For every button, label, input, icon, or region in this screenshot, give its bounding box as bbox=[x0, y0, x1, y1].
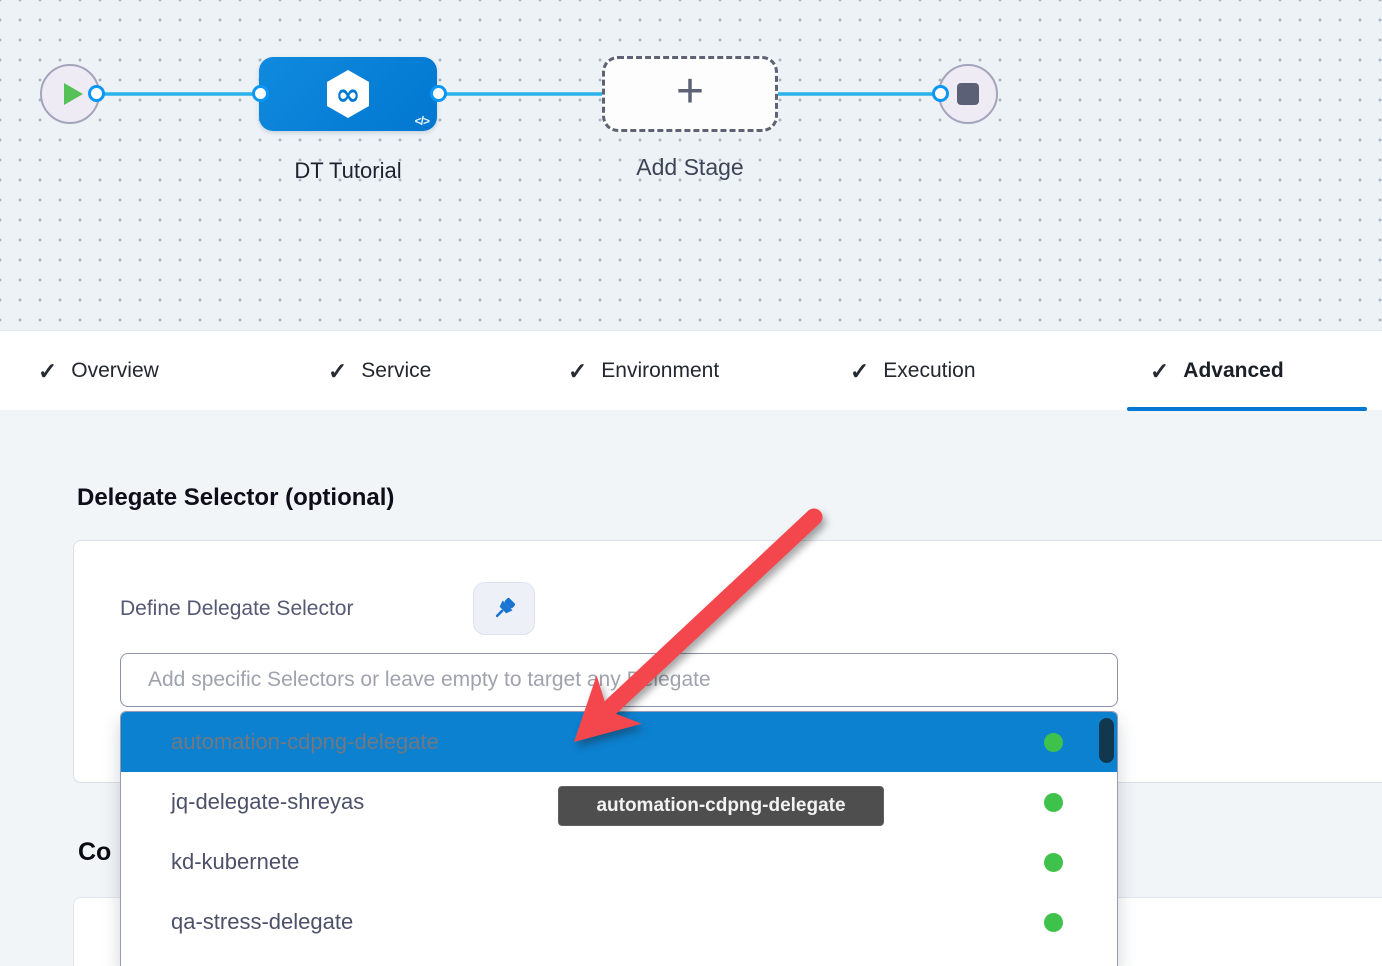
tab-label: Environment bbox=[601, 359, 720, 382]
stage-label: DT Tutorial bbox=[294, 158, 402, 183]
define-delegate-selector-label: Define Delegate Selector bbox=[120, 597, 354, 620]
tab-label: Execution bbox=[883, 359, 976, 382]
connector-port bbox=[252, 85, 269, 102]
connector-port bbox=[932, 85, 949, 102]
pin-input-type-button[interactable] bbox=[473, 582, 535, 635]
plus-icon: + bbox=[675, 65, 705, 118]
tab-label: Advanced bbox=[1183, 359, 1284, 382]
status-dot-icon bbox=[1044, 912, 1063, 932]
tooltip-text: automation-cdpng-delegate bbox=[596, 795, 846, 816]
check-icon: ✓ bbox=[568, 357, 588, 384]
check-icon: ✓ bbox=[850, 357, 870, 384]
tab-advanced[interactable]: ✓ Advanced bbox=[1150, 331, 1284, 411]
code-icon: </> bbox=[414, 114, 430, 128]
tab-overview[interactable]: ✓ Overview bbox=[38, 331, 159, 411]
dropdown-scrollbar-thumb[interactable] bbox=[1099, 718, 1114, 763]
play-icon bbox=[63, 83, 83, 105]
connector-port bbox=[88, 85, 105, 102]
stage-tabbar: ✓ Overview ✓ Service ✓ Environment ✓ Exe… bbox=[0, 330, 1382, 411]
delegate-dropdown-menu: automation-cdpng-delegate jq-delegate-sh… bbox=[120, 711, 1118, 966]
status-dot-icon bbox=[1044, 852, 1063, 872]
svg-text:∞: ∞ bbox=[336, 78, 361, 113]
tab-execution[interactable]: ✓ Execution bbox=[850, 331, 976, 411]
dropdown-item-label: automation-cdpng-delegate bbox=[171, 729, 439, 754]
dropdown-item-automation-cdpng-delegate[interactable]: automation-cdpng-delegate bbox=[121, 712, 1117, 772]
delegate-tooltip: automation-cdpng-delegate bbox=[558, 786, 884, 826]
delegate-selector-section-title: Delegate Selector (optional) bbox=[77, 484, 395, 511]
add-stage-button[interactable]: + bbox=[602, 56, 778, 132]
dropdown-item-label: jq-delegate-shreyas bbox=[171, 789, 365, 814]
dropdown-item-kd-kubernete[interactable]: kd-kubernete bbox=[121, 832, 1117, 892]
tab-environment[interactable]: ✓ Environment bbox=[568, 331, 719, 411]
active-tab-underline bbox=[1127, 407, 1367, 411]
stop-icon bbox=[957, 83, 979, 105]
pipeline-connector-line bbox=[70, 92, 968, 96]
dropdown-item-qa-stress-delegate[interactable]: qa-stress-delegate bbox=[121, 892, 1117, 952]
tab-label: Service bbox=[361, 359, 432, 382]
connector-port bbox=[430, 85, 447, 102]
status-dot-icon bbox=[1044, 732, 1063, 752]
pushpin-icon bbox=[495, 597, 515, 617]
add-stage-label: Add Stage bbox=[636, 154, 744, 180]
harness-stage-icon: ∞ bbox=[327, 70, 369, 118]
stage-node-dt-tutorial[interactable]: ∞ </> bbox=[259, 57, 437, 131]
dropdown-item-label: kd-kubernete bbox=[171, 849, 300, 874]
tab-service[interactable]: ✓ Service bbox=[328, 331, 431, 411]
check-icon: ✓ bbox=[38, 357, 58, 384]
status-dot-icon bbox=[1044, 792, 1063, 812]
dropdown-item-label: qa-stress-delegate bbox=[171, 909, 354, 934]
pipeline-canvas[interactable]: ∞ </> + DT Tutorial Add Stage bbox=[0, 0, 1382, 330]
check-icon: ✓ bbox=[328, 357, 348, 384]
next-section-partial-heading: Co bbox=[78, 838, 112, 866]
delegate-selector-input[interactable] bbox=[120, 653, 1118, 707]
tab-label: Overview bbox=[71, 359, 159, 382]
check-icon: ✓ bbox=[1150, 357, 1170, 384]
